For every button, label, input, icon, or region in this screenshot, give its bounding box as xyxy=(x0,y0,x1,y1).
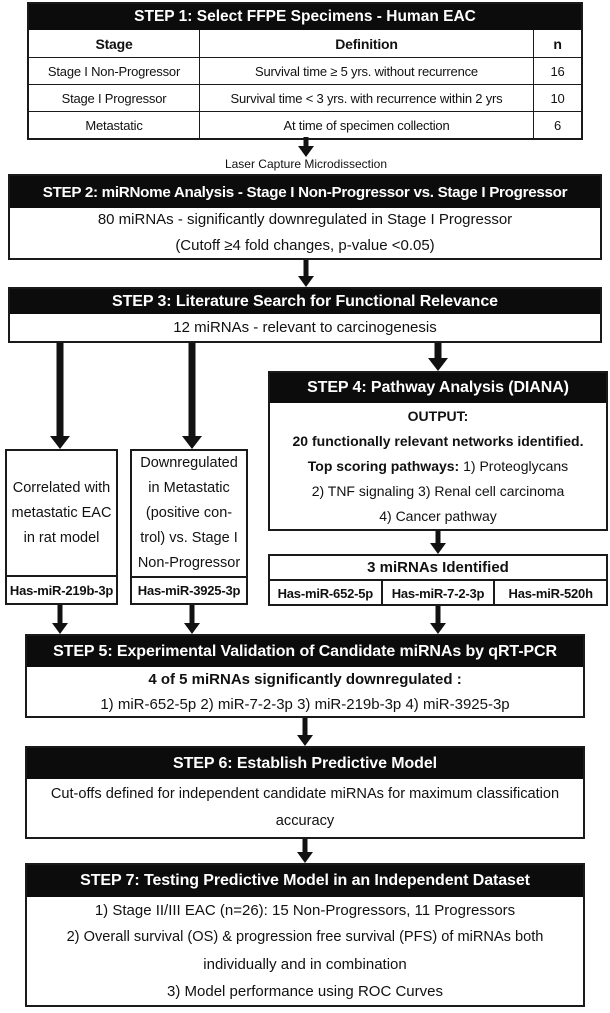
branch-line: in Metastatic xyxy=(148,480,230,496)
step4-line-bold: Top scoring pathways: xyxy=(307,457,460,474)
arrow-down-icon xyxy=(293,718,317,746)
column-header-definition: Definition xyxy=(200,30,534,57)
mirna-cell: Has-miR-652-5p xyxy=(277,586,374,601)
mirna-label: Has-miR-3925-3p xyxy=(132,576,246,603)
table-header-row: Stage Definition n xyxy=(29,30,581,57)
step4-output-label: OUTPUT: xyxy=(407,407,469,424)
step2-line: (Cutoff ≥4 fold changes, p-value <0.05) xyxy=(175,237,435,254)
step4-line: Top scoring pathways: 1) Proteoglycans xyxy=(308,454,568,479)
step5-line: 1) miR-652-5p 2) miR-7-2-3p 3) miR-219b-… xyxy=(100,695,510,713)
step3-header: STEP 3: Literature Search for Functional… xyxy=(10,289,600,314)
arrow-down-icon xyxy=(426,606,450,634)
arrow-down-icon xyxy=(426,531,450,554)
step7-line: 1) Stage II/III EAC (n=26): 15 Non-Progr… xyxy=(94,902,516,919)
branch-line: Correlated with xyxy=(12,479,111,496)
stage-cell: Stage I Progressor xyxy=(29,85,200,111)
step5-box: STEP 5: Experimental Validation of Candi… xyxy=(25,634,585,718)
definition-cell: At time of specimen collection xyxy=(200,112,534,138)
arrow-down-icon xyxy=(180,343,204,449)
arrow-down-icon xyxy=(48,343,72,449)
step2-header: STEP 2: miRNome Analysis - Stage I Non-P… xyxy=(10,176,600,208)
step3-line: 12 miRNAs - relevant to carcinogenesis xyxy=(173,318,437,336)
stage-cell: Stage I Non-Progressor xyxy=(29,58,200,84)
arrow-down-icon xyxy=(293,839,317,863)
step7-line: 2) Overall survival (OS) & progression f… xyxy=(66,929,544,945)
arrow-down-icon xyxy=(48,605,72,634)
mirnas-identified-header: 3 miRNAs Identified xyxy=(270,556,606,581)
step6-line: accuracy xyxy=(275,813,335,829)
step7-line: individually and in combination xyxy=(203,956,407,973)
step4-line: 20 functionally relevant networks identi… xyxy=(292,432,584,449)
step4-box: STEP 4: Pathway Analysis (DIANA) OUTPUT:… xyxy=(268,371,608,531)
step7-line: 3) Model performance using ROC Curves xyxy=(167,983,443,1000)
step6-box: STEP 6: Establish Predictive Model Cut-o… xyxy=(25,746,585,839)
step2-line: 80 miRNAs - significantly downregulated … xyxy=(97,211,513,228)
table-row: Stage I Progressor Survival time < 3 yrs… xyxy=(29,84,581,111)
step4-line: 4) Cancer pathway xyxy=(379,507,497,524)
mirna-label: Has-miR-219b-3p xyxy=(7,575,116,603)
step6-line: Cut-offs defined for independent candida… xyxy=(50,786,560,802)
step1-table: STEP 1: Select FFPE Specimens - Human EA… xyxy=(27,2,583,140)
step7-header: STEP 7: Testing Predictive Model in an I… xyxy=(27,865,583,897)
step7-box: STEP 7: Testing Predictive Model in an I… xyxy=(25,863,585,1007)
step4-header: STEP 4: Pathway Analysis (DIANA) xyxy=(270,373,606,403)
definition-cell: Survival time < 3 yrs. with recurrence w… xyxy=(200,85,534,111)
mirna-cell: Has-miR-520h xyxy=(493,581,606,606)
branch-box-metastatic-control: Downregulated in Metastatic (positive co… xyxy=(130,449,248,605)
n-cell: 16 xyxy=(550,63,565,79)
arrow-down-icon xyxy=(426,343,450,371)
arrow-down-icon xyxy=(294,260,318,287)
branch-box-rat-model: Correlated with metastatic EAC in rat mo… xyxy=(5,449,118,605)
step4-line: 2) TNF signaling 3) Renal cell carcinoma xyxy=(311,482,565,499)
column-header-stage: Stage xyxy=(29,30,200,57)
column-header-n: n xyxy=(553,35,562,52)
arrow-down-icon xyxy=(180,605,204,634)
step6-header: STEP 6: Establish Predictive Model xyxy=(27,748,583,779)
step5-line: 4 of 5 miRNAs significantly downregulate… xyxy=(148,670,462,688)
step5-header: STEP 5: Experimental Validation of Candi… xyxy=(27,636,583,667)
branch-line: Downregulated xyxy=(140,455,238,471)
table-row: Metastatic At time of specimen collectio… xyxy=(29,111,581,138)
n-cell: 10 xyxy=(550,90,565,106)
step1-header: STEP 1: Select FFPE Specimens - Human EA… xyxy=(29,4,581,30)
step4-line-rest: 1) Proteoglycans xyxy=(459,457,569,474)
arrow-down-icon xyxy=(294,137,318,157)
step2-box: STEP 2: miRNome Analysis - Stage I Non-P… xyxy=(8,174,602,260)
stage-cell: Metastatic xyxy=(29,112,200,138)
step3-box: STEP 3: Literature Search for Functional… xyxy=(8,287,602,343)
laser-capture-microdissection-label: Laser Capture Microdissection xyxy=(224,157,388,171)
branch-line: trol) vs. Stage I xyxy=(140,530,238,546)
branch-line: (positive con- xyxy=(145,505,233,521)
n-cell: 6 xyxy=(553,117,562,133)
mirnas-identified-box: 3 miRNAs Identified Has-miR-652-5p Has-m… xyxy=(268,554,608,606)
table-row: Stage I Non-Progressor Survival time ≥ 5… xyxy=(29,57,581,84)
branch-line: metastatic EAC xyxy=(11,504,112,521)
branch-line: Non-Progressor xyxy=(137,555,241,571)
mirna-cell: Has-miR-7-2-3p xyxy=(380,581,494,606)
definition-cell: Survival time ≥ 5 yrs. without recurrenc… xyxy=(200,58,534,84)
branch-line: in rat model xyxy=(23,529,100,546)
